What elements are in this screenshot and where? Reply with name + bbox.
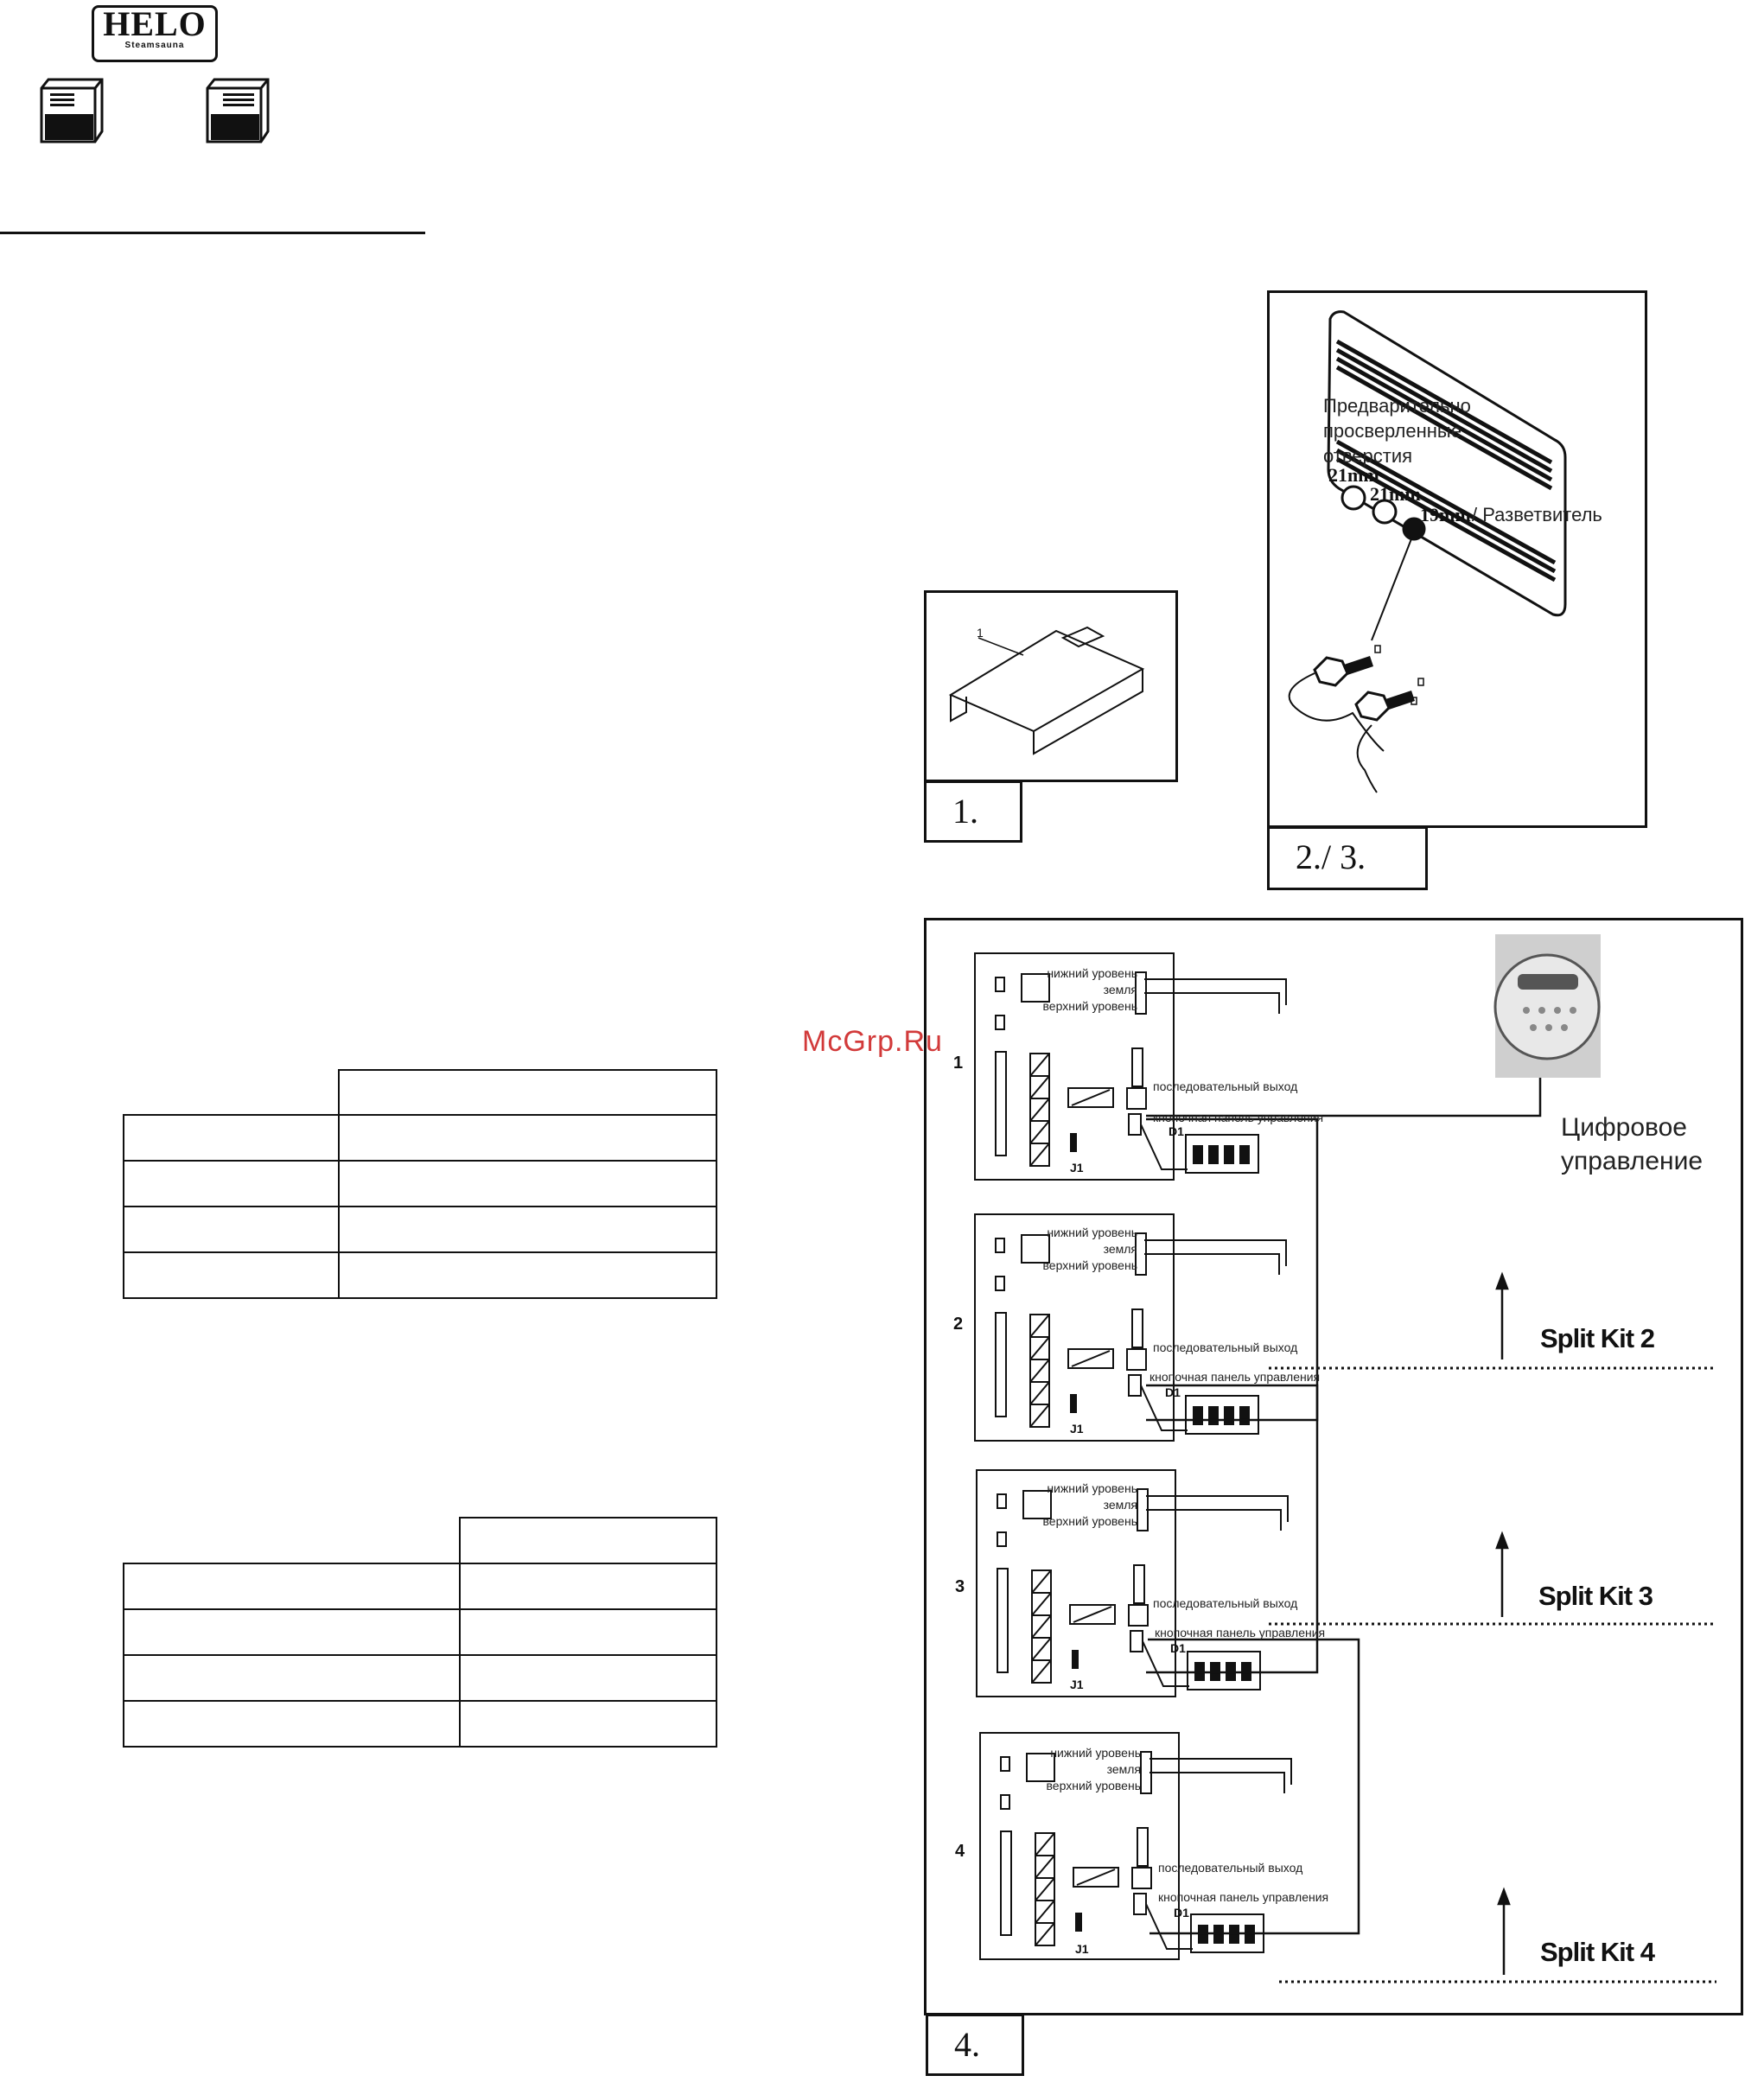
helo-logo: HELO Steamsauna	[92, 5, 218, 62]
b1-high-level: верхний уровень	[1042, 999, 1137, 1013]
steam-generator-icon-right	[206, 78, 270, 143]
b3-button-panel: кнопочная панель управления	[1155, 1626, 1326, 1639]
b3-low-level: нижний уровень	[1047, 1481, 1137, 1495]
b1-ground: земля	[1103, 983, 1137, 996]
part-number-label: 1	[977, 626, 984, 640]
b1-d1: D1	[1169, 1124, 1184, 1138]
b4-serial-out: последовательный выход	[1158, 1861, 1303, 1875]
b2-button-panel: кнопочная панель управления	[1149, 1370, 1321, 1384]
cover-plate-drawing	[948, 626, 1145, 755]
table-1	[123, 1069, 717, 1299]
b4-ground: земля	[1106, 1762, 1141, 1776]
b1-low-level: нижний уровень	[1047, 966, 1137, 980]
b3-serial-out: последовательный выход	[1153, 1596, 1298, 1610]
predrilled-line-1: Предварительно	[1323, 395, 1471, 417]
wiring-diagram	[974, 934, 1716, 1983]
digital-control-line-1: Цифровое	[1561, 1113, 1687, 1142]
figure-1-label: 1.	[924, 780, 1022, 843]
splitter-label: / Разветвитель	[1472, 504, 1602, 525]
b3-high-level: верхний уровень	[1042, 1514, 1137, 1528]
split-kit-4: Split Kit 4	[1540, 1937, 1655, 1967]
split-kit-3: Split Kit 3	[1538, 1581, 1653, 1611]
hole-size-b: 21mm	[1370, 483, 1421, 505]
board-number-2: 2	[953, 1315, 964, 1334]
figure-4-label: 4.	[926, 2014, 1024, 2076]
b1-serial-out: последовательный выход	[1153, 1079, 1298, 1093]
b2-ground: земля	[1103, 1242, 1137, 1256]
b1-button-panel: кнопочная панель управления	[1153, 1111, 1324, 1124]
b2-high-level: верхний уровень	[1042, 1258, 1137, 1272]
b4-low-level: нижний уровень	[1050, 1746, 1141, 1760]
generator-side-drawing	[1288, 310, 1567, 793]
header-rule	[0, 232, 425, 234]
figure-2-3-label: 2./ 3.	[1267, 826, 1428, 890]
figure-1-panel: 1	[924, 590, 1178, 782]
b3-ground: земля	[1103, 1498, 1137, 1512]
b4-button-panel: кнопочная панель управления	[1158, 1890, 1329, 1904]
predrilled-line-2: просверленные	[1323, 420, 1462, 442]
b2-j1: J1	[1070, 1422, 1084, 1436]
watermark: McGrp.Ru	[802, 1025, 943, 1058]
b2-low-level: нижний уровень	[1047, 1226, 1137, 1239]
b3-j1: J1	[1070, 1678, 1084, 1691]
logo-subtitle: Steamsauna	[124, 41, 185, 50]
b3-d1: D1	[1170, 1641, 1186, 1655]
figure-4-panel: 1 2 3 4 нижний уровень земля верхний уро…	[924, 918, 1743, 2015]
board-number-1: 1	[953, 1054, 964, 1073]
digital-control-line-2: управление	[1561, 1147, 1704, 1175]
steam-generator-icon-left	[40, 78, 104, 143]
b2-serial-out: последовательный выход	[1153, 1340, 1298, 1354]
board-number-3: 3	[955, 1577, 965, 1596]
board-number-4: 4	[955, 1842, 965, 1861]
hole-size-a: 21mm	[1328, 464, 1379, 486]
figure-2-3-panel: Предварительно просверленные отверстия 2…	[1267, 290, 1647, 828]
b4-high-level: верхний уровень	[1046, 1779, 1141, 1792]
b2-d1: D1	[1165, 1385, 1181, 1399]
b4-d1: D1	[1174, 1906, 1189, 1920]
predrilled-line-3: отверстия	[1323, 445, 1413, 467]
b4-j1: J1	[1075, 1942, 1089, 1956]
b1-j1: J1	[1070, 1161, 1084, 1175]
split-kit-2: Split Kit 2	[1540, 1323, 1655, 1353]
logo-brand: HELO	[103, 4, 207, 43]
table-2	[123, 1517, 717, 1748]
hole-size-c: 19mm	[1420, 504, 1471, 525]
